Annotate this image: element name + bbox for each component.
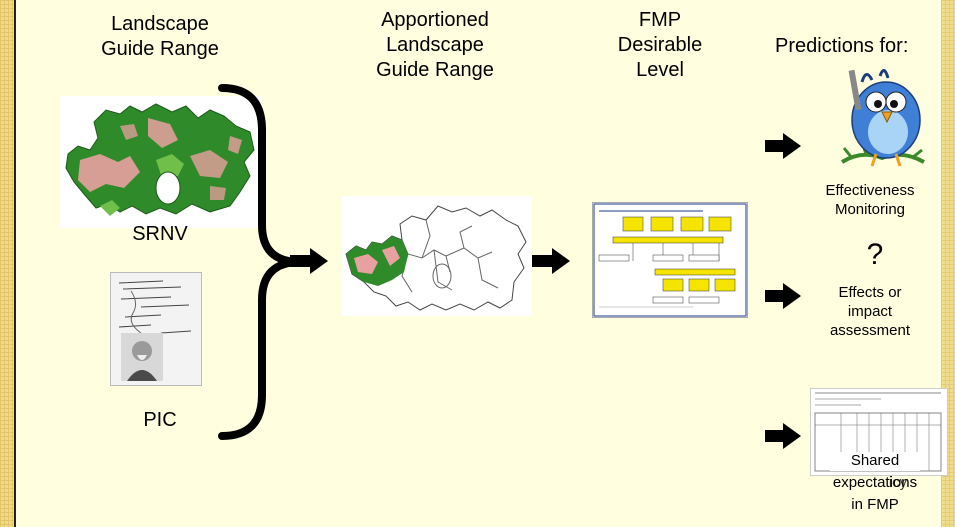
label-shared-line3: in FMP (851, 496, 899, 513)
label-srnv: SRNV (132, 223, 188, 245)
arrow-right-icon (532, 248, 570, 274)
arrow-right-icon (765, 133, 801, 159)
header-landscape-guide-range: Landscape Guide Range (101, 13, 219, 60)
label-question-mark: ? (866, 238, 884, 271)
label-pic: PIC (143, 409, 177, 431)
arrow-right-icon (765, 283, 801, 309)
header-apportioned: Apportioned Landscape Guide Range (376, 9, 494, 81)
label-ghost-text: icy (888, 474, 908, 491)
bird-image (832, 62, 932, 178)
label-effectiveness-monitoring: Effectiveness Monitoring (825, 182, 915, 218)
srnv-map-image (60, 96, 262, 228)
label-shared-line2: expectations (832, 474, 918, 491)
label-shared-line1: Shared (830, 452, 920, 471)
curly-brace-icon (218, 84, 304, 440)
header-predictions-for: Predictions for: (775, 35, 909, 57)
arrow-right-icon (290, 248, 328, 274)
pic-document-image (110, 272, 202, 386)
header-fmp-desirable: FMP Desirable Level (617, 9, 703, 81)
left-decorative-strip (0, 0, 14, 527)
left-border-rule (14, 0, 16, 527)
fmp-flowchart-image (592, 202, 748, 318)
label-effects-impact-assessment: Effects or impact assessment (829, 284, 911, 339)
apportioned-map-image (342, 196, 532, 316)
arrow-right-icon (765, 423, 801, 449)
